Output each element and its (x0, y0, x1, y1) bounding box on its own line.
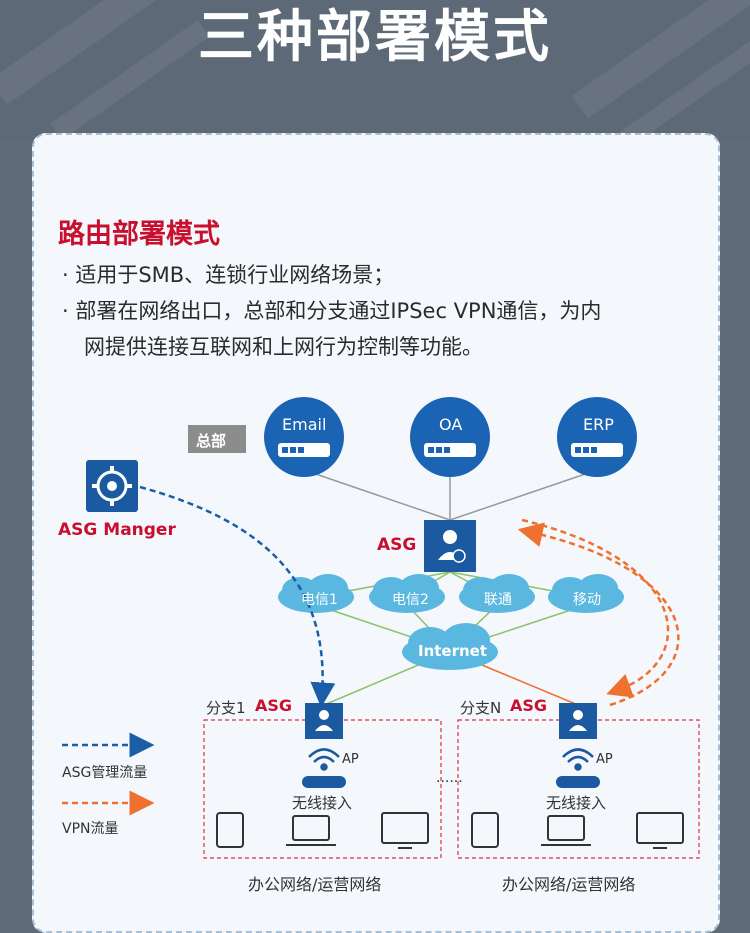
isp-label-dianxin1: 电信1 (301, 592, 338, 608)
ap-label-1: AP (342, 752, 359, 767)
page-title: 三种部署模式 (198, 5, 552, 70)
server-erp (557, 397, 637, 477)
ap-label-n: AP (596, 752, 613, 767)
network-diagram (62, 397, 700, 859)
legend-vpn-label: VPN流量 (62, 821, 119, 837)
isp-label-liantong: 联通 (484, 592, 512, 608)
hq-label-box (188, 425, 246, 453)
vpn-traffic-path-up (517, 522, 680, 707)
bullet-deploy-line2: 网提供连接互联网和上网行为控制等功能。 (84, 335, 483, 359)
asg-branch1-device-icon (305, 703, 343, 739)
ap-device-1 (302, 776, 346, 788)
isp-cloud-yidong (548, 574, 624, 613)
asg-manager-label: ASG Manger (58, 520, 176, 540)
isp-cloud-liantong (459, 574, 535, 613)
server-oa (410, 397, 490, 477)
branch1-box (203, 719, 442, 859)
header-band (0, 0, 750, 140)
branchN-label: 分支N (460, 699, 502, 717)
asg-branchN-device-icon (559, 703, 597, 739)
hq-label: 总部 (196, 432, 227, 450)
server-links (303, 469, 598, 521)
tablet-icon-n (471, 812, 499, 848)
branch1-label: 分支1 (206, 699, 246, 717)
server-oa-label: OA (439, 415, 463, 434)
server-email (264, 397, 344, 477)
server-erp-label: ERP (583, 415, 614, 434)
bullet-deploy-line1: · 部署在网络出口，总部和分支通过IPSec VPN通信，为内 (62, 299, 602, 323)
legend-mgmt-label: ASG管理流量 (62, 765, 148, 781)
asg-manager-gear-icon (86, 460, 138, 512)
tablet-icon-1 (216, 812, 244, 848)
asg-hq-device-icon (424, 520, 476, 572)
asg-hq-label: ASG (377, 535, 417, 555)
ap-device-n (556, 776, 600, 788)
branch-ellipsis: ...... (436, 770, 463, 786)
wireless-label-n: 无线接入 (546, 794, 607, 812)
internet-label: Internet (418, 642, 488, 660)
laptop-icon-1 (286, 815, 336, 846)
office-network-label-n: 办公网络/运营网络 (502, 875, 636, 894)
section-title: 路由部署模式 (58, 219, 220, 250)
server-email-label: Email (282, 415, 327, 434)
isp-label-yidong: 移动 (573, 592, 601, 608)
internet-cloud (402, 623, 498, 670)
office-network-label-1: 办公网络/运营网络 (248, 875, 382, 894)
asg-branchN-label: ASG (510, 696, 548, 715)
asg-branch1-label: ASG (255, 696, 293, 715)
laptop-icon-n (541, 815, 591, 846)
isp-cloud-dianxin2 (369, 574, 445, 613)
ap-wifi-icon-1 (308, 748, 340, 771)
monitor-icon-n (636, 812, 684, 849)
bullet-scenario: · 适用于SMB、连锁行业网络场景； (62, 263, 395, 287)
asg-mgmt-traffic-path (139, 485, 336, 708)
vpn-traffic-path-down (521, 518, 670, 698)
branchN-box (457, 719, 700, 859)
wireless-label-1: 无线接入 (292, 794, 353, 812)
isp-label-dianxin2: 电信2 (392, 592, 429, 608)
monitor-icon-1 (381, 812, 429, 849)
ap-wifi-icon-n (562, 748, 594, 771)
